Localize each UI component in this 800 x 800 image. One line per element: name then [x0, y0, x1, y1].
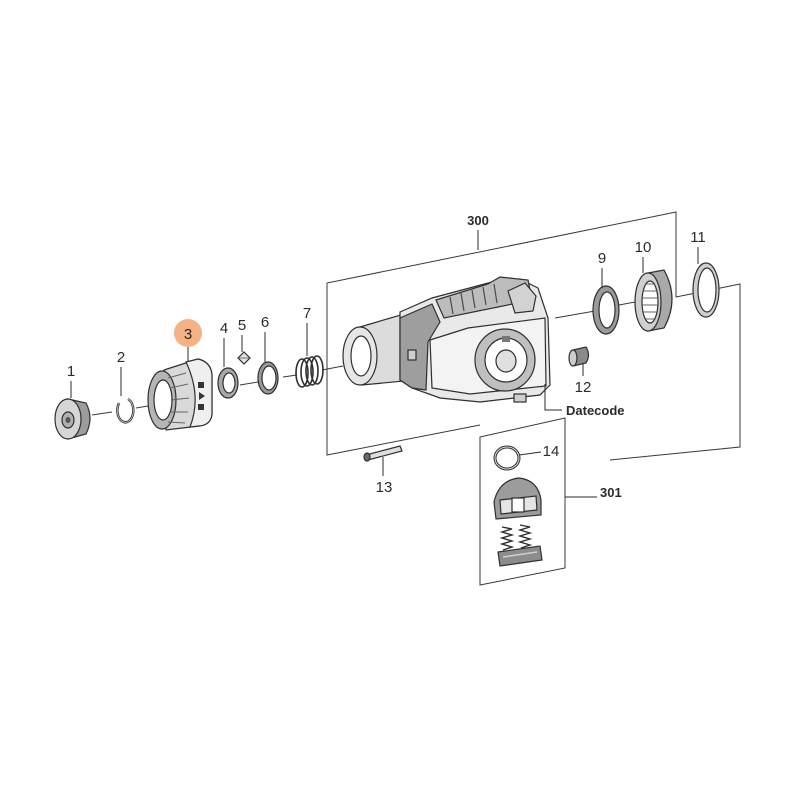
unlock-mark-icon: [198, 404, 204, 410]
gear-housing: [342, 276, 551, 403]
callout-7: 7: [303, 305, 311, 322]
spring-right: [517, 524, 533, 549]
datecode-label: Datecode: [566, 403, 625, 418]
assembly-301-parts: [493, 477, 543, 567]
opening-notch: [502, 336, 510, 342]
part-5-ball: [237, 351, 251, 365]
leader-lines: [70, 230, 699, 498]
lock-mark-icon: [198, 382, 204, 388]
assembly-300-frame: [326, 211, 741, 461]
callout-6: 6: [261, 314, 269, 331]
housing-ribs: [449, 283, 498, 315]
callout-3-highlight: [174, 319, 202, 347]
callout-4: 4: [220, 320, 228, 337]
part-7-spring: [295, 355, 324, 388]
part-11-ring: [692, 262, 720, 318]
callout-12: 12: [575, 379, 592, 396]
part-1-cap: [54, 398, 91, 440]
callout-3: 3: [184, 326, 192, 343]
axis-lines: [91, 301, 636, 416]
assembly-301-frame: [479, 417, 566, 586]
part-10-needle-bearing: [634, 269, 673, 332]
part-12-pin-cylinder: [568, 346, 590, 367]
callout-9: 9: [598, 250, 606, 267]
part-14-o-ring: [493, 445, 521, 471]
callout-13: 13: [376, 479, 393, 496]
slider: [497, 545, 543, 567]
callout-1: 1: [67, 363, 75, 380]
arrow-mark-icon: [199, 392, 205, 400]
callout-11: 11: [690, 229, 706, 246]
spring-left: [499, 526, 515, 551]
callout-2: 2: [117, 349, 125, 366]
part-6-ring: [257, 361, 279, 395]
part-13-pin: [363, 445, 403, 462]
callout-5: 5: [238, 317, 246, 334]
bearing-rollers: [642, 283, 658, 320]
part-2-clip-ring: [116, 397, 135, 424]
part-9-ring: [592, 285, 620, 335]
part-4-washer: [217, 367, 239, 399]
callout-14: 14: [543, 443, 560, 460]
callout-300: 300: [467, 213, 489, 228]
callout-301: 301: [600, 485, 622, 500]
part-3-chuck-sleeve: [147, 358, 213, 431]
callout-10: 10: [635, 239, 652, 256]
